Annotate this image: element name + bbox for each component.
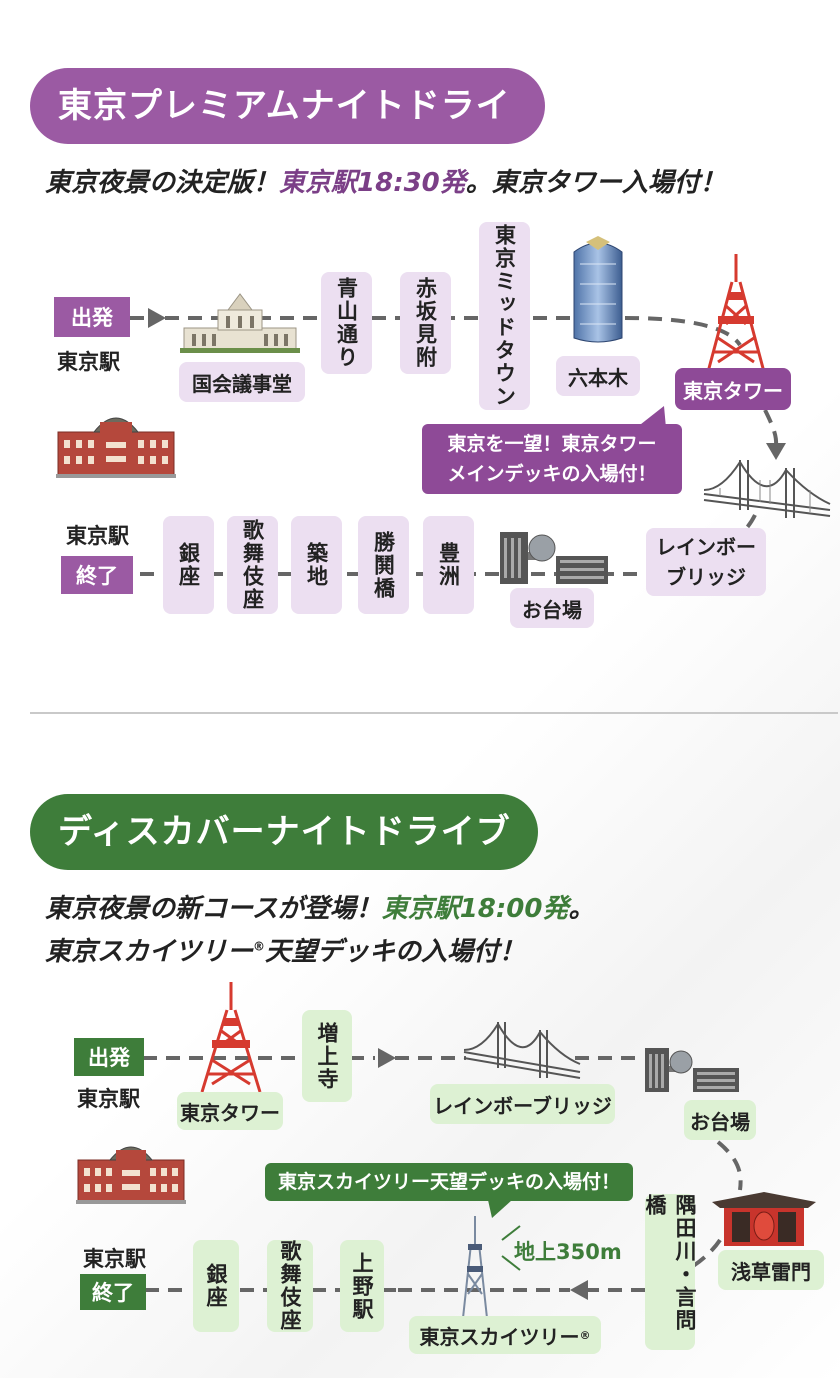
stop-roppongi: 六本木: [556, 356, 640, 396]
skytree-height-label: 地上350m: [514, 1240, 622, 1264]
stop-kabukiza: 歌舞伎座: [227, 516, 278, 614]
course2-end-station: 東京駅: [83, 1247, 146, 1271]
stop2-sumida: 隅田川・言問橋: [643, 1194, 697, 1350]
stop-midtown: 東京ミッドタウン: [479, 222, 530, 410]
stop-rainbow-bridge: レインボー ブリッジ: [646, 528, 766, 596]
stop-tower: 東京タワー: [675, 368, 791, 410]
course2-subtitle2: 東京スカイツリー®天望デッキの入場付！: [45, 937, 526, 967]
rainbow-line1: レインボー: [656, 535, 756, 559]
stop2-skytree: 東京スカイツリー®: [409, 1316, 601, 1354]
stop2-zojoji: 増上寺: [302, 1010, 352, 1102]
course2-start-badge: 出発: [74, 1038, 144, 1076]
odaiba-building-icon: [500, 532, 608, 584]
course1-end-badge: 終了: [61, 556, 133, 594]
stop2-ueno: 上野駅: [340, 1240, 384, 1332]
course2-callout: 東京スカイツリー天望デッキの入場付！: [265, 1163, 633, 1201]
course2-start-station: 東京駅: [77, 1087, 140, 1111]
odaiba-building-icon: [645, 1048, 739, 1092]
stop2-kaminarimon: 浅草雷門: [718, 1250, 824, 1290]
stop-toyosu: 豊洲: [423, 516, 474, 614]
course2-end-badge: 終了: [80, 1274, 146, 1310]
stop2-kabukiza: 歌舞伎座: [267, 1240, 313, 1332]
stop-ginza: 銀座: [163, 516, 214, 614]
callout-line1: 東京を一望！東京タワー: [447, 433, 657, 455]
callout-pointer: [636, 406, 666, 428]
rainbow-bridge-icon: [463, 1022, 581, 1079]
tokyo-station-icon: [76, 1146, 186, 1204]
tokyo-tower-icon: [706, 254, 766, 373]
stop2-ginza: 銀座: [193, 1240, 239, 1332]
course1-start-badge: 出発: [54, 297, 130, 337]
skytree-icon: [462, 1216, 488, 1319]
stop-akasaka: 赤坂見附: [400, 272, 451, 374]
course1-title: 東京プレミアムナイトドライブ: [30, 68, 545, 202]
course1-callout: 東京を一望！東京タワー メインデッキの入場付！: [422, 424, 682, 494]
skyscraper-icon: [573, 236, 623, 343]
stop-kachidoki: 勝鬨橋: [358, 516, 409, 614]
stop-kokkai: 国会議事堂: [179, 362, 305, 402]
kaminarimon-gate-icon: [712, 1192, 816, 1246]
diet-building-icon: [180, 293, 300, 353]
stop2-rainbow-bridge: レインボーブリッジ: [430, 1084, 615, 1124]
course2-subtitle1: 東京夜景の新コースが登場！東京駅18:00発。: [45, 894, 595, 924]
course1-subtitle: 東京夜景の決定版！東京駅18:30発。東京タワー入場付！: [45, 168, 726, 198]
rainbow-bridge-icon: [703, 460, 831, 518]
stop-tsukiji: 築地: [291, 516, 342, 614]
callout-pointer: [488, 1200, 512, 1218]
section-divider: [30, 712, 838, 714]
rainbow-line2: ブリッジ: [666, 565, 746, 589]
callout-line2: メインデッキの入場付！: [447, 463, 657, 485]
course2-title: ディスカバーナイトドライブ: [30, 794, 538, 870]
stop2-tower: 東京タワー: [177, 1092, 283, 1130]
stop-aoyama: 青山通り: [321, 272, 372, 374]
course1-start-station: 東京駅: [57, 350, 120, 374]
tokyo-tower-icon: [200, 982, 262, 1093]
stop-odaiba: お台場: [510, 588, 594, 628]
stop2-odaiba: お台場: [684, 1100, 756, 1140]
course1-end-station: 東京駅: [66, 524, 129, 548]
height-marker-lines: [501, 1225, 521, 1271]
tokyo-station-icon: [56, 417, 176, 478]
